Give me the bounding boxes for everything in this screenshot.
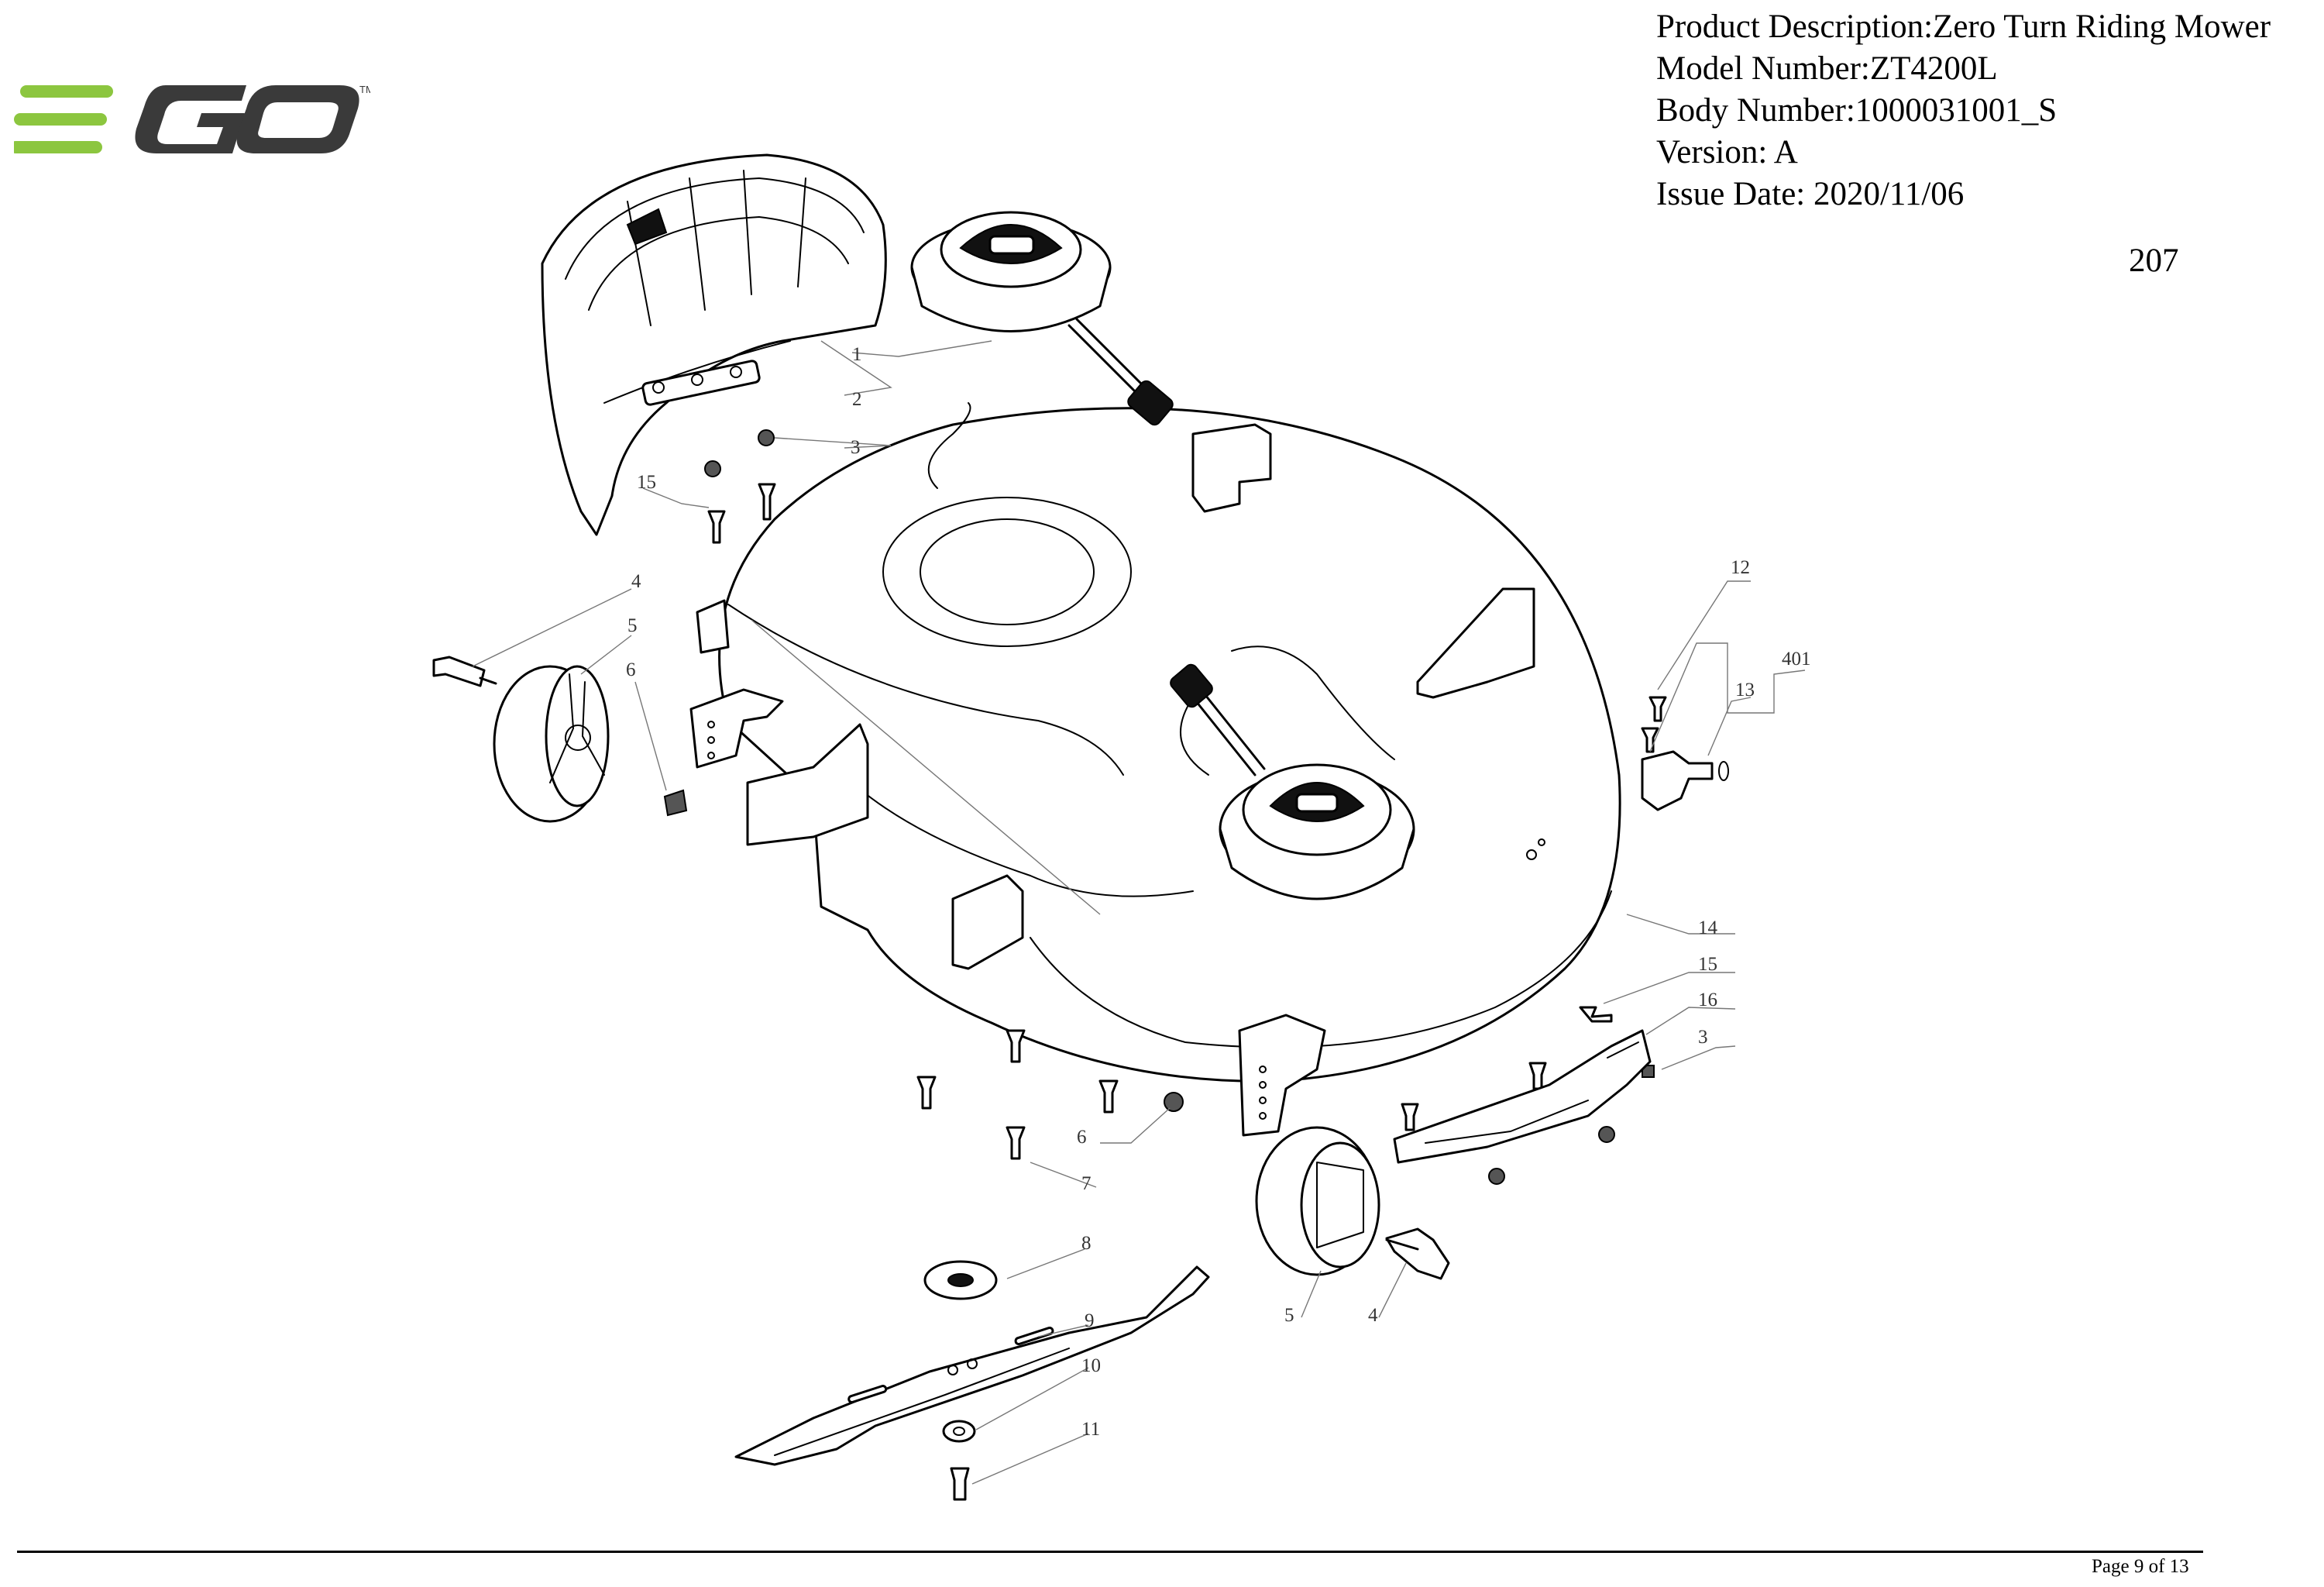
- motor-top: [910, 211, 1174, 426]
- callout-10: 10: [1081, 1355, 1101, 1376]
- product-description: Product Description:Zero Turn Riding Mow…: [1656, 9, 2271, 45]
- logo-bar-bottom: [14, 141, 102, 153]
- callout-6: 6: [626, 659, 636, 680]
- callout-9: 9: [1085, 1310, 1095, 1331]
- fasteners: [704, 429, 1729, 1185]
- page-number: Page 9 of 13: [2092, 1556, 2189, 1577]
- mower-deck: [689, 402, 1621, 1137]
- discharge-chute: [541, 153, 887, 536]
- callout-3: 3: [851, 437, 861, 458]
- logo-letter-o: [236, 85, 359, 153]
- callout-15: 15: [637, 472, 656, 493]
- ego-logo: TM: [14, 84, 370, 153]
- logo-bar-middle: [14, 113, 107, 126]
- product-info-block: Product Description:Zero Turn Riding Mow…: [1656, 6, 2271, 215]
- callout-7: 7: [1081, 1173, 1092, 1194]
- callout-16: 16: [1698, 990, 1717, 1010]
- callout-12: 12: [1731, 557, 1750, 578]
- motor-bottom: [1170, 663, 1415, 900]
- sheet-number: 207: [2129, 243, 2179, 279]
- front-bumper: [1393, 1029, 1652, 1164]
- logo-letter-g: [135, 85, 246, 153]
- callout-8: 8: [1081, 1233, 1092, 1254]
- callout-1: 1: [852, 344, 862, 365]
- callout-3-front: 3: [1698, 1027, 1708, 1048]
- model-number: Model Number:ZT4200L: [1656, 50, 1998, 87]
- body-number: Body Number:1000031001_S: [1656, 92, 2058, 129]
- callout-14: 14: [1698, 917, 1718, 938]
- version: Version: A: [1656, 134, 1798, 170]
- issue-date: Issue Date: 2020/11/06: [1656, 176, 1965, 212]
- leader-lines: [472, 340, 1806, 1485]
- callout-2: 2: [852, 389, 862, 410]
- callout-labels: 1 2 3 15 4 5 6 12 401 13 14 15 16 3 6 7 …: [626, 344, 1811, 1440]
- callout-5-front: 5: [1284, 1305, 1294, 1326]
- callout-11: 11: [1081, 1419, 1100, 1440]
- logo-bar-top: [20, 85, 113, 98]
- callout-15-front: 15: [1698, 954, 1717, 975]
- callout-13: 13: [1735, 680, 1755, 701]
- wheel-left: [432, 656, 688, 823]
- blade-assembly: [734, 1260, 1210, 1501]
- callout-5: 5: [627, 615, 638, 636]
- wheel-right: [1255, 1126, 1450, 1280]
- callout-401: 401: [1782, 649, 1811, 670]
- callout-4: 4: [631, 571, 641, 592]
- callout-4-front: 4: [1368, 1305, 1378, 1326]
- footer-rule: [17, 1551, 2203, 1553]
- callout-6-front: 6: [1077, 1127, 1087, 1148]
- logo-trademark: TM: [359, 84, 370, 95]
